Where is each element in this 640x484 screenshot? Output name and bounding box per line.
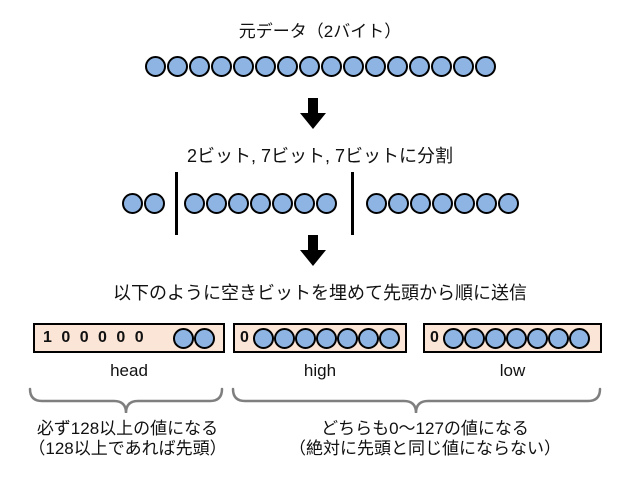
bit-circle [254,56,276,77]
arrow-head [300,250,326,266]
bit-circle [475,193,497,214]
bit-circle [121,193,143,214]
bit-circle [526,327,548,349]
down-arrow-icon [300,235,326,266]
bit-circle [357,327,379,349]
split-title: 2ビット, 7ビット, 7ビットに分割 [186,146,454,166]
bit-circle [442,327,464,349]
bit-circle [342,56,364,77]
bit-circle [173,327,194,349]
byte-box-low: 0 [423,323,602,353]
bit-circle [315,327,337,349]
divider-bar [350,172,354,235]
head-data-bits [173,327,215,349]
high-fixed-bit: 0 [240,329,249,346]
note-head-line2: （128以上であれば先頭） [28,439,227,458]
note-high-low-line1: どちらも0〜127の値になる [321,419,529,438]
bit-circle [205,193,227,214]
note-head: 必ず128以上の値になる （128以上であれば先頭） [10,419,245,459]
split-group-2bit [121,193,165,214]
bit-circle [409,193,431,214]
bit-circle [431,193,453,214]
left-underbrace-icon [28,387,224,414]
high-data-bits [252,327,400,349]
bit-circle [568,327,590,349]
bit-circle [387,193,409,214]
bit-circle [474,56,496,77]
arrow-stem [308,98,318,113]
bit-circle [293,193,315,214]
head-fixed-bits: 1 0 0 0 0 0 [43,329,144,346]
bit-circle [484,327,506,349]
source-title: 元データ（2バイト） [238,22,402,41]
bit-circle [210,56,232,77]
bit-circle [298,56,320,77]
bit-circle [463,327,485,349]
bit-circle [276,56,298,77]
split-group-low7 [365,193,519,214]
bit-circle [408,56,430,77]
split-group-high7 [183,193,337,214]
byte-box-head: 1 0 0 0 0 0 [33,323,225,353]
bit-circle [364,56,386,77]
arrow-head [300,113,326,129]
label-head: head [110,361,148,380]
note-head-line1: 必ず128以上の値になる [36,419,219,438]
bit-circle [194,327,215,349]
bit-circle [271,193,293,214]
underbrace-icons [28,387,602,414]
low-data-bits [442,327,590,349]
label-low: low [499,361,526,380]
note-high-low-line2: （絶対に先頭と同じ値にならない） [289,439,561,458]
bit-circle [386,56,408,77]
note-high-low: どちらも0〜127の値になる （絶対に先頭と同じ値にならない） [280,419,570,459]
bit-circle [365,193,387,214]
bit-circle [144,56,166,77]
bit-circle [143,193,165,214]
bit-circle [497,193,519,214]
bit-circle [320,56,342,77]
bit-circle [166,56,188,77]
split-bit-row [0,172,640,235]
bit-circle [232,56,254,77]
bit-circle [188,56,210,77]
bit-circle [430,56,452,77]
bit-circle [227,193,249,214]
bit-circle [505,327,527,349]
arrow-stem [308,235,318,250]
bit-circle [294,327,316,349]
bit-circle [315,193,337,214]
right-underbrace-icon [231,387,602,414]
bit-circle [378,327,400,349]
low-fixed-bit: 0 [430,329,439,346]
byte-box-high: 0 [233,323,407,353]
send-title: 以下のように空きビットを埋めて先頭から順に送信 [113,283,527,303]
bit-circle [452,56,474,77]
bit-circle [183,193,205,214]
divider-bar [174,172,178,235]
bit-circle [336,327,358,349]
bit-circle [249,193,271,214]
source-bit-row [0,56,640,77]
bit-circle [273,327,295,349]
bit-circle [547,327,569,349]
label-high: high [303,361,337,380]
bit-circle [453,193,475,214]
bit-circle [252,327,274,349]
down-arrow-icon [300,98,326,129]
